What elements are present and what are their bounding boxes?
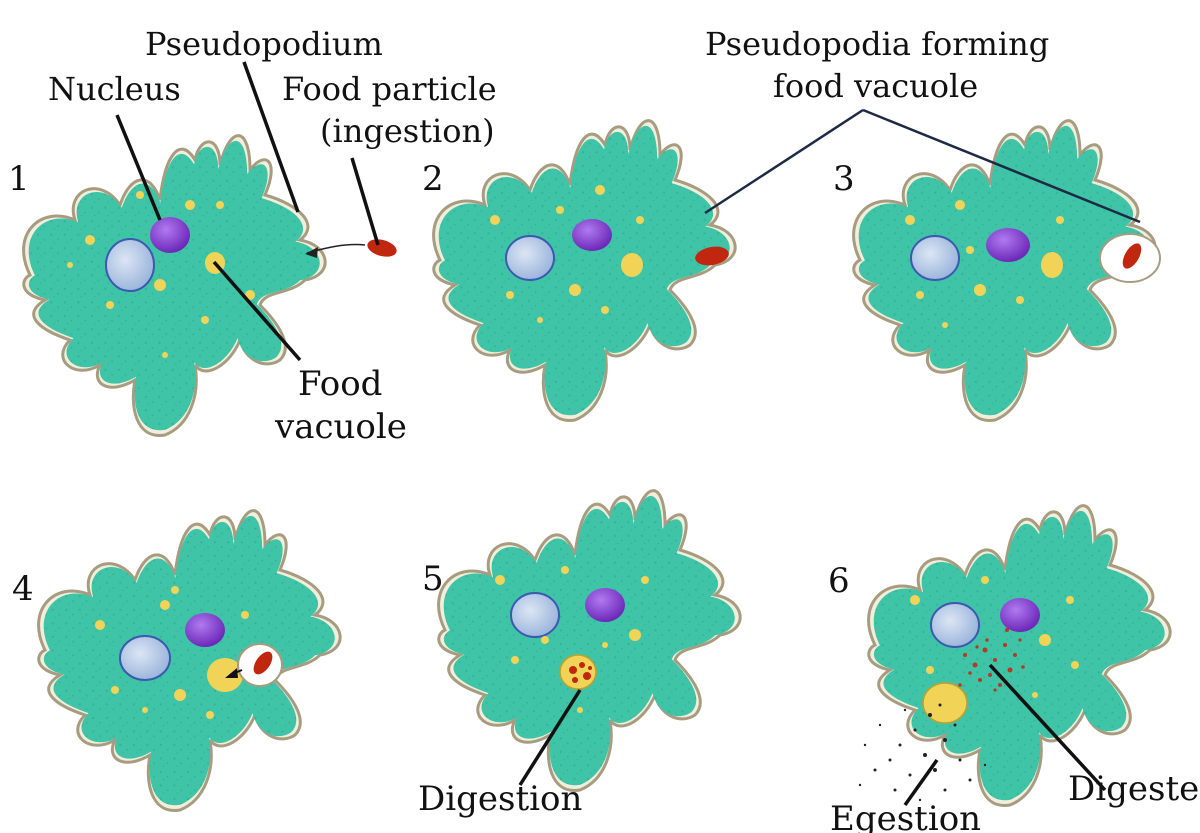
nucleus [572,219,612,251]
digesting-food-vacuole [559,654,597,690]
leader-digestion [518,689,582,786]
food-particle [253,651,273,675]
leader-digested [988,663,1107,792]
stage-number-3: 3 [833,159,855,199]
amoeba-stage-5 [437,489,742,792]
nucleus [1000,598,1040,632]
label-nucleus: Nucleus [48,70,181,108]
label-pseudopodia-forming-2: food vacuole [773,67,978,105]
nucleus [150,217,190,253]
label-food-particle-2: (ingestion) [320,112,495,150]
digested-particles [569,662,592,683]
stage-number-5: 5 [422,559,444,599]
food-particle [367,239,397,257]
contractile-vacuole [910,235,960,281]
contractile-vacuole [510,592,560,638]
contractile-vacuole [505,235,555,281]
food-particle [1122,243,1142,269]
contractile-vacuole [930,602,980,648]
label-pseudopodia-forming-1: Pseudopodia forming [705,25,1049,63]
label-digested: Digested [1068,769,1200,809]
nucleus [585,588,625,622]
leader-pseudopodia-forming-b [862,108,1141,224]
leader-nucleus [115,114,162,221]
leader-pseudopodia-forming-a [704,108,864,215]
egesting-food-vacuole [922,682,968,724]
label-pseudopodium: Pseudopodium [145,25,383,63]
digested-food-particles [958,628,1025,692]
amoeba-stage-4 [37,509,342,812]
amoeba-stage-2 [432,119,737,422]
nucleus [986,228,1030,262]
stage-number-4: 4 [12,569,34,609]
label-food-vacuole-1: Food [298,364,382,404]
transfer-arrow [225,668,243,678]
food-vacuole [1041,252,1063,278]
stage-number-6: 6 [828,561,850,601]
nucleus [185,613,225,647]
contractile-vacuole [119,635,171,681]
amoeba-stage-6 [867,504,1172,807]
contractile-vacuole [105,238,155,292]
leader-food-vacuole [212,260,302,362]
egested-waste [858,703,987,802]
ingestion-arrow [305,243,366,258]
amoeba-stage-3 [852,119,1161,422]
label-food-particle-1: Food particle [282,70,497,108]
stage-number-2: 2 [422,159,444,199]
stage-number-1: 1 [8,159,30,199]
food-vacuole [207,658,243,692]
label-digestion: Digestion [418,779,582,819]
leader-pseudopodium [242,61,300,213]
leader-egestion [903,758,939,807]
label-food-vacuole-2: vacuole [274,407,407,447]
food-particle [695,246,729,266]
amoeba-stage-1 [22,134,327,437]
label-egestion: Egestion [830,799,981,833]
food-vacuole [621,253,643,277]
leader-food-particle [350,157,380,246]
